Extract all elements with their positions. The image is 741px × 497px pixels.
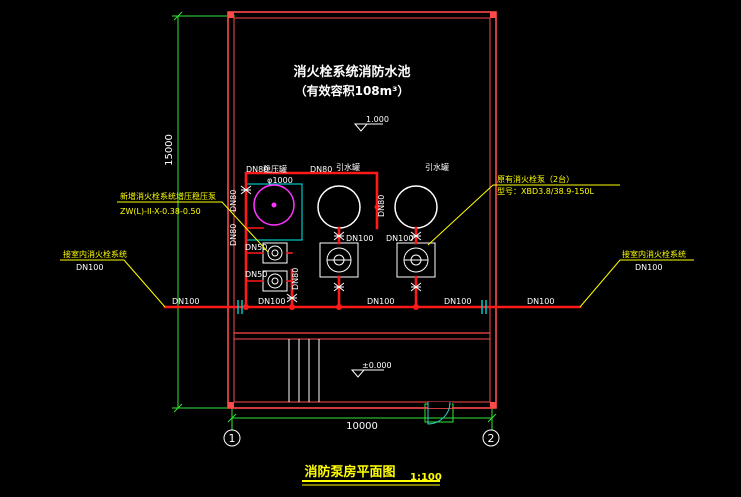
annotation-right-connect: 接室内消火栓系统 [622,249,686,259]
inner-wall [233,17,491,403]
pipe-label-dn80-loop: DN80 [377,195,386,217]
tank-capacity: （有效容积108m³） [295,83,410,98]
axis-bubble-1: 1 [223,429,241,447]
pipe-label-dn50-lower: DN50 [245,270,267,279]
pipe-fittings [243,204,419,310]
height-dimension-text: 15000 [164,134,175,166]
floor-level-mark: ±0.000 [350,361,392,378]
floor-level-text: ±0.000 [362,361,392,370]
tank-level-text: 1.000 [366,115,389,124]
pipe-label-main-1: DN100 [172,297,199,306]
stairs [288,339,320,402]
pipe-label-dn50-upper: DN50 [245,243,267,252]
pipe-label-main-3: DN100 [367,297,394,306]
pressure-tank-center [271,202,277,208]
pipe-label-main-2: DN100 [258,297,285,306]
pipe-label-dn100-left-pump: DN100 [346,234,373,243]
pipe-label-dn80-booster: DN80 [291,268,300,290]
tank-name: 消火栓系统消防水池 [293,64,410,80]
water-inlet-label-right: 引水罐 [425,162,449,172]
valves [240,185,422,303]
outer-wall [227,11,497,409]
annotation-existing-pump-model: 型号：XBD3.8/38.9-150L [497,187,595,196]
pipe-label-main-4: DN100 [444,297,471,306]
axis-label-2: 2 [488,432,495,445]
pipe-label-dn80-riser: DN80 [229,190,238,212]
width-dimension-text: 10000 [346,421,378,432]
pressure-tank-size: φ1000 [267,176,293,185]
annotation-new-booster-model: ZW(L)-II-X-0.38-0.50 [120,207,201,216]
width-tick-right [487,413,497,423]
annotation-right-connect-dn: DN100 [635,263,662,272]
width-tick-left [227,413,237,423]
pipe-label-dn80-top-left: DN80 [246,165,268,174]
door [427,401,452,425]
water-inlet-label-left: 引水罐 [336,162,360,172]
column-tl [228,12,234,18]
leader-lines [60,184,694,308]
pipe-label-dn80-riser-2: DN80 [229,224,238,246]
pressure-tank [253,184,295,226]
leader-right-pump [427,184,620,246]
pressure-tank-label: 稳压罐 [263,164,287,174]
annotation-left-connect-dn: DN100 [76,263,103,272]
column-bl [228,402,234,408]
room-walls [227,11,497,409]
pipe-network [163,171,582,309]
column-br [490,402,496,408]
pipe-size-labels: DN80 DN80 DN80 DN80 DN80 DN80 DN100 DN10… [172,165,554,306]
top-loop-pipe [244,171,379,230]
axis-bubble-2: 2 [482,429,500,447]
leader-left-new [117,201,269,253]
annotation-new-booster-label: 新增消火栓系统增压稳压泵 [120,191,216,201]
height-tick-top [173,11,183,21]
dimension-lines [172,11,497,430]
leader-left-connect [60,259,166,308]
leader-right-connect [579,259,694,308]
annotation-left-connect: 接室内消火栓系统 [63,249,127,259]
height-tick-bottom [173,403,183,413]
annotation-existing-pump-label: 原有消火栓泵（2台） [497,174,574,184]
axis-label-1: 1 [229,432,236,445]
drawing-scale: 1:100 [410,472,442,483]
pipe-label-main-5: DN100 [527,297,554,306]
column-tr [490,12,496,18]
pipe-label-dn100-right-pump: DN100 [386,234,413,243]
wall-sleeves [237,300,487,314]
tank-level-mark: 1.000 [353,115,389,132]
pipe-label-dn80-top-mid: DN80 [310,165,332,174]
drawing-title: 消防泵房平面图 [304,464,395,480]
